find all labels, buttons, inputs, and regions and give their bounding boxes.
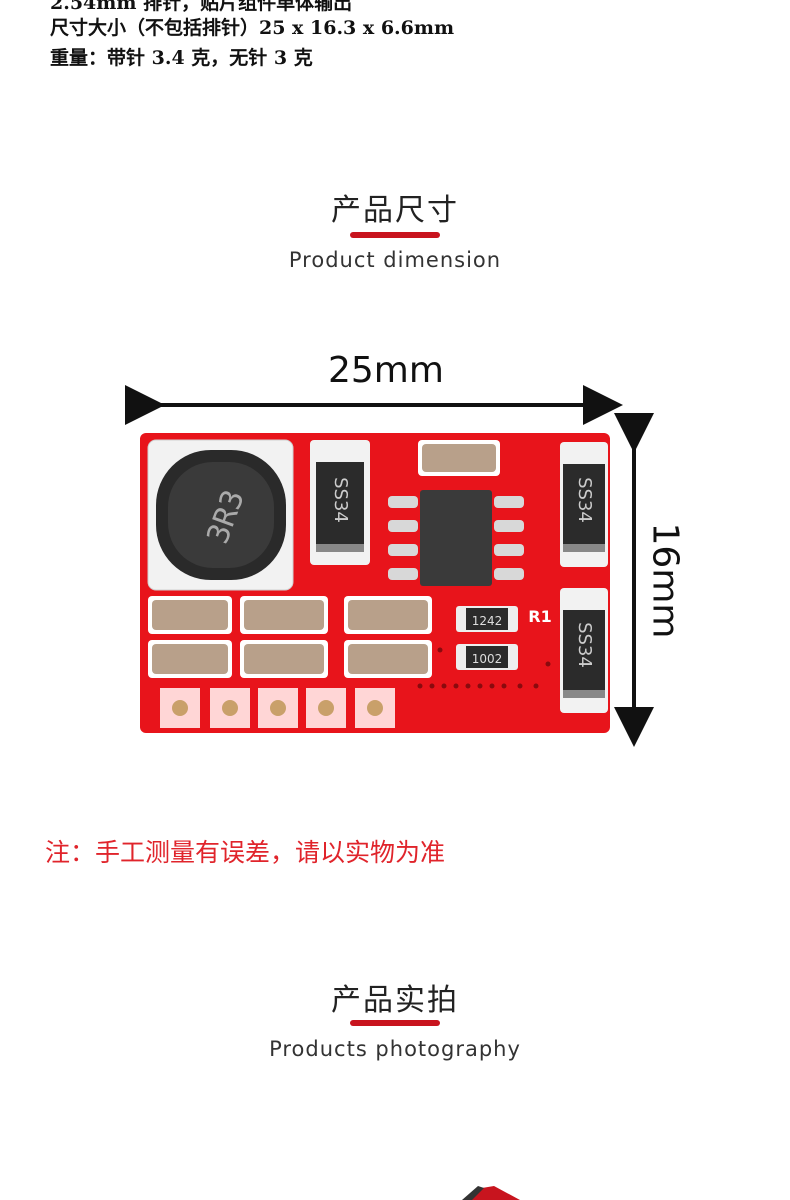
diode-label-1: SS34 — [330, 477, 351, 523]
capacitor-grid — [148, 596, 432, 678]
photo-section-subtitle: Products photography — [269, 1037, 521, 1061]
diode-2 — [560, 442, 608, 567]
spec-weight-line: 重量：带针 3.4 克，无针 3 克 — [50, 47, 313, 69]
dimension-section-bar — [350, 232, 440, 238]
ref-label: R1 — [528, 607, 551, 626]
resistor-1-label: 1242 — [472, 614, 503, 628]
photo-section-bar — [350, 1020, 440, 1026]
measurement-note: 注：手工测量有误差，请以实物为准 — [45, 838, 446, 867]
width-label: 25mm — [328, 350, 444, 391]
diode-label-3: SS34 — [574, 622, 595, 668]
spec-size-line: 尺寸大小（不包括排针）25 x 16.3 x 6.6mm — [50, 17, 455, 39]
vias — [417, 647, 551, 689]
capacitor-top — [418, 440, 500, 476]
dimension-section-title: 产品尺寸 — [331, 193, 459, 228]
diode-3 — [560, 588, 608, 713]
photo-preview-partial — [462, 1186, 520, 1200]
spec-line-cut: 2.54mm 排针，贴片组件单体输出 — [50, 0, 353, 14]
height-label: 16mm — [644, 522, 686, 639]
resistor-2-body — [456, 644, 518, 670]
dimension-section-subtitle: Product dimension — [288, 248, 502, 272]
resistor-1-body — [456, 606, 518, 632]
inductor — [147, 439, 294, 591]
resistor-2-label: 1002 — [472, 652, 503, 666]
photo-section-title: 产品实拍 — [331, 983, 459, 1018]
ic-chip — [386, 490, 526, 588]
diode-label-2: SS34 — [574, 477, 595, 523]
header-pads — [160, 688, 395, 728]
diode-1 — [310, 440, 370, 565]
